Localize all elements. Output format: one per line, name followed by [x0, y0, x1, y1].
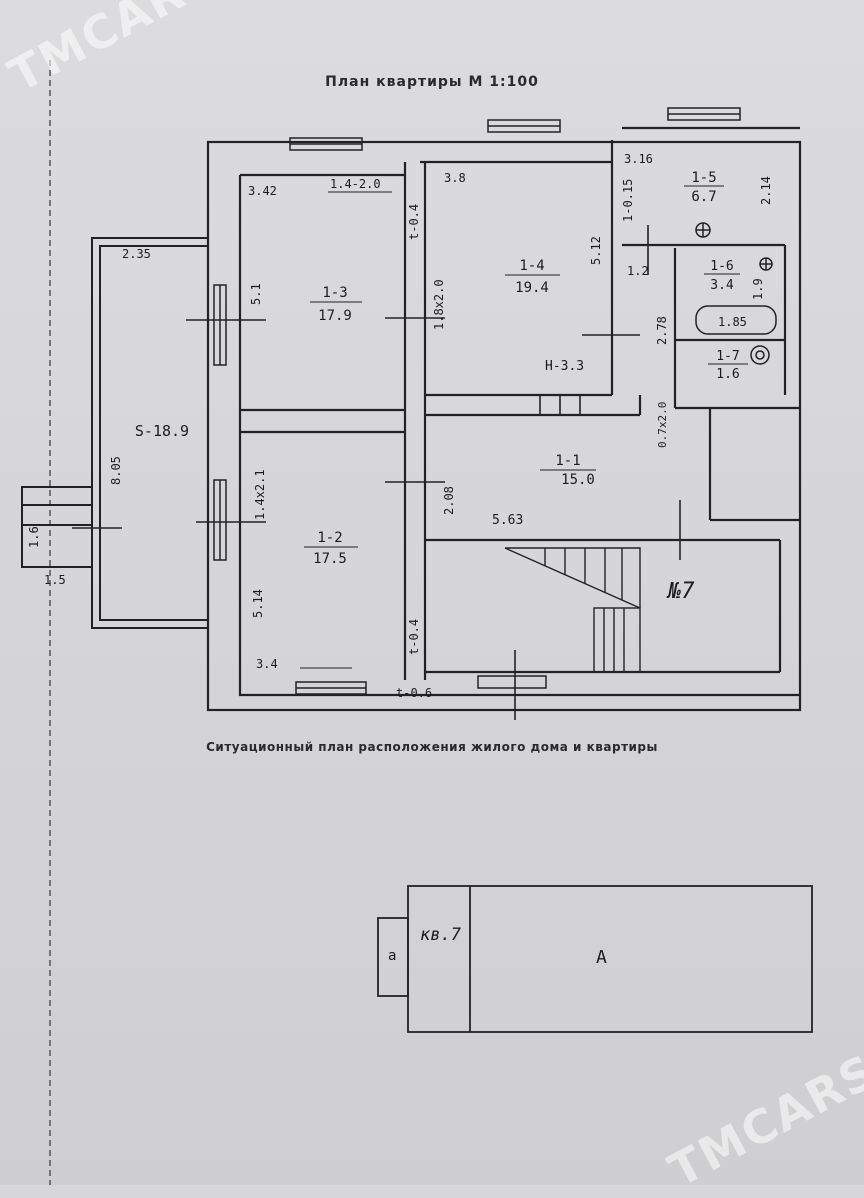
entry-step — [21, 486, 93, 568]
dim-2-14: 2.14 — [759, 176, 773, 205]
dim-3-4: 3.4 — [256, 657, 278, 671]
dim-1-6: 1.6 — [27, 526, 41, 548]
room-1-4-area: 19.4 — [515, 280, 549, 296]
room-1-3-id: 1-3 — [322, 285, 347, 301]
windows — [213, 107, 741, 695]
veranda-area: S-18.9 — [135, 422, 189, 440]
walls — [206, 126, 802, 712]
plan-title: План квартиры М 1:100 — [325, 74, 539, 90]
dim-3-42: 3.42 — [248, 184, 277, 198]
dim-2-78: 2.78 — [655, 316, 669, 345]
veranda-walls — [21, 237, 209, 629]
annex-outline — [377, 917, 409, 997]
room-1-4-id: 1-4 — [519, 258, 544, 274]
site-building-label: А — [596, 947, 607, 968]
room-1-3-area: 17.9 — [318, 308, 352, 324]
dim-3-16: 3.16 — [624, 152, 653, 166]
outer-wall-outer — [206, 140, 802, 712]
room-1-1-id: 1-1 — [555, 453, 580, 469]
dim-2-35: 2.35 — [122, 247, 151, 261]
room-1-6-id: 1-6 — [710, 259, 733, 274]
toilet-icon — [750, 345, 770, 365]
door-marks — [72, 225, 681, 720]
room-1-2-id: 1-2 — [317, 530, 342, 546]
site-labels: кв.7 а А — [388, 925, 607, 968]
room-1-5-area: 6.7 — [691, 189, 716, 205]
building-outline — [407, 885, 813, 1033]
stairs — [504, 547, 641, 673]
dim-0-7x2-0: 0.7x2.0 — [656, 402, 669, 448]
dim-1-8x2-0: 1.8x2.0 — [432, 279, 446, 330]
situation-caption: Ситуационный план расположения жилого до… — [206, 740, 658, 754]
outer-wall-inner-left — [238, 175, 800, 697]
site-apartment-label: кв.7 — [420, 925, 462, 945]
sanitary-fixtures — [695, 222, 777, 365]
room-labels: 1-3 17.9 1-4 19.4 1-5 6.7 1-6 3.4 1-7 1.… — [135, 170, 748, 567]
dim-1-4x2-0: 1.4-2.0 — [330, 177, 381, 191]
room-1-5-id: 1-5 — [691, 170, 716, 186]
dim-2-08: 2.08 — [442, 486, 456, 515]
site-annex-label: а — [388, 948, 396, 964]
dim-1-85: 1.85 — [718, 315, 747, 329]
dim-1-0-15: 1-0.15 — [621, 179, 635, 222]
dim-h-3-3: H-3.3 — [545, 359, 584, 374]
room-1-7-id: 1-7 — [716, 349, 739, 364]
dim-1-5: 1.5 — [44, 573, 66, 587]
dim-t-0-4-bottom: t-0.4 — [407, 619, 421, 655]
dim-5-1: 5.1 — [249, 283, 263, 305]
bathtub — [695, 305, 777, 335]
dimension-labels: 3.42 1.4-2.0 t-0.4 3.8 3.16 1-0.15 2.14 … — [27, 152, 773, 700]
dim-t-0-6: t-0.6 — [396, 686, 432, 700]
dim-5-14: 5.14 — [251, 589, 265, 618]
room-1-6-area: 3.4 — [710, 278, 734, 293]
dim-8-05: 8.05 — [109, 456, 123, 485]
dim-3-8: 3.8 — [444, 171, 466, 185]
room-1-7-area: 1.6 — [716, 367, 739, 382]
dim-1-2: 1.2 — [627, 264, 649, 278]
dim-5-12: 5.12 — [589, 236, 603, 265]
stair-number-mark: №7 — [666, 579, 695, 604]
dim-t-0-4-top: t-0.4 — [407, 204, 421, 240]
dim-1-4x2-1: 1.4x2.1 — [253, 469, 267, 520]
site-plan — [377, 885, 813, 1033]
room-1-1-area: 15.0 — [561, 472, 595, 488]
room-1-2-area: 17.5 — [313, 551, 347, 567]
dim-1-9: 1.9 — [751, 278, 765, 300]
dim-5-63: 5.63 — [492, 513, 523, 528]
